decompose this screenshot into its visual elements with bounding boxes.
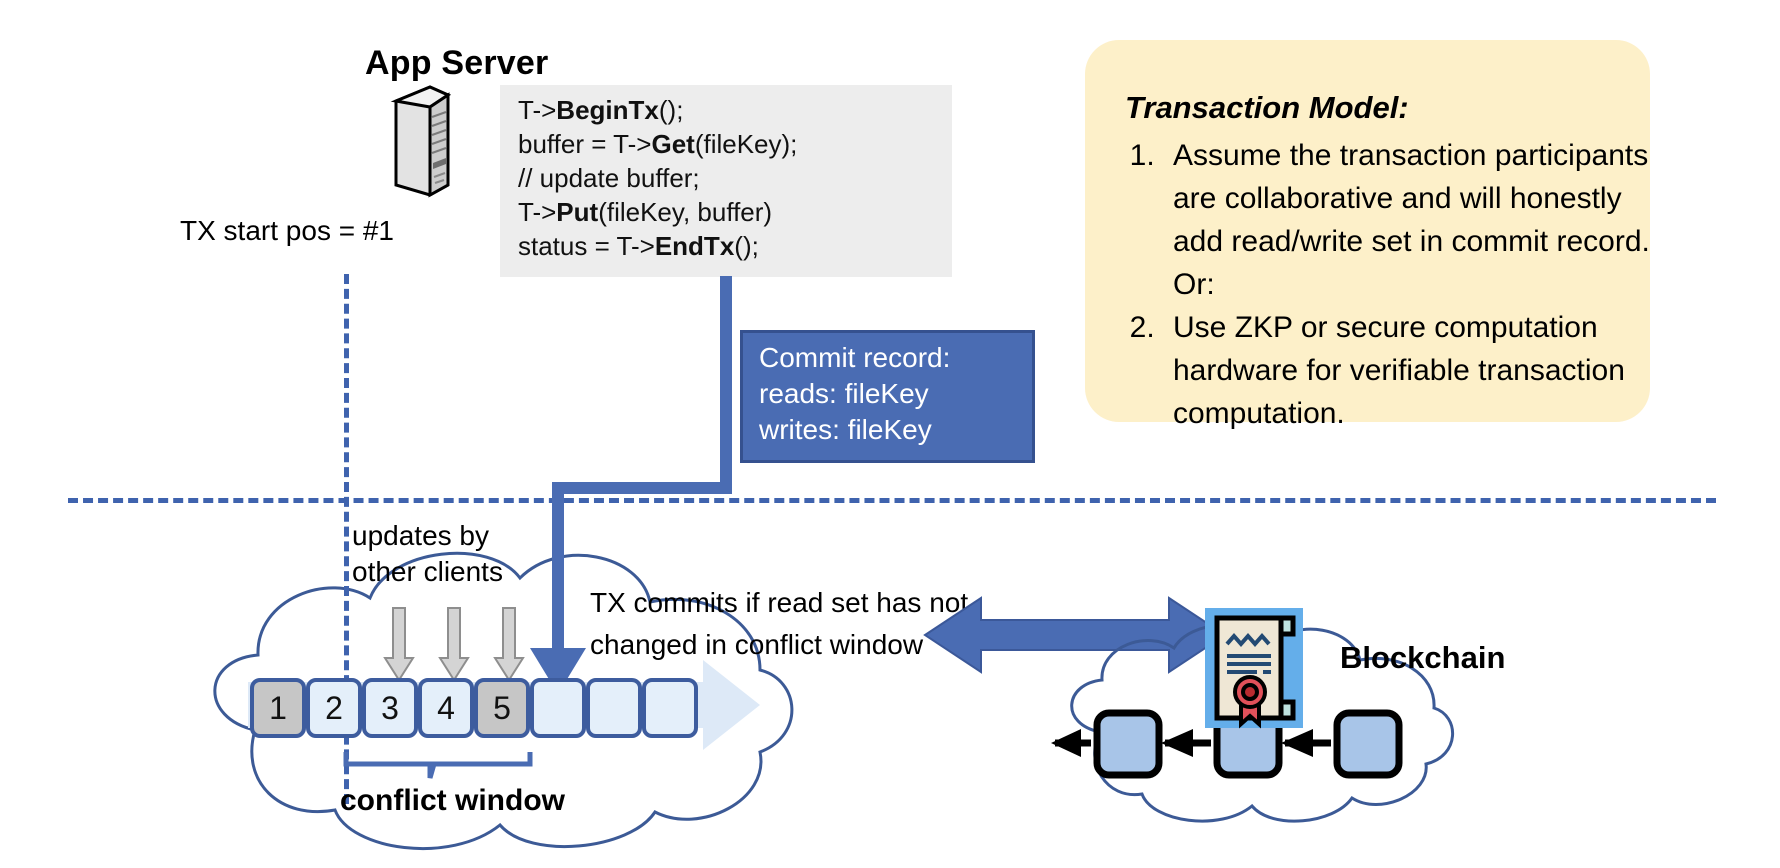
commit-record-line: writes: fileKey bbox=[759, 414, 932, 445]
tx-start-pos-label: TX start pos = #1 bbox=[180, 215, 394, 246]
client-update-arrow bbox=[438, 607, 470, 682]
transaction-model-item: Assume the transaction participants are … bbox=[1163, 134, 1653, 306]
log-entry-6[interactable] bbox=[530, 678, 586, 738]
commit-record-line: reads: fileKey bbox=[759, 378, 929, 409]
log-entry-1[interactable]: 1 bbox=[250, 678, 306, 738]
log-entry-2[interactable]: 2 bbox=[306, 678, 362, 738]
tx-commits-line: changed in conflict window bbox=[590, 629, 924, 660]
blockchain-blocks bbox=[1051, 709, 1403, 779]
log-entry-5[interactable]: 5 bbox=[474, 678, 530, 738]
transaction-model-panel: Transaction Model: Assume the transactio… bbox=[1085, 40, 1650, 430]
code-pre: // update buffer; bbox=[518, 163, 700, 193]
code-line-2: // update buffer; bbox=[518, 163, 700, 193]
updates-by-other-clients-label: updates by other clients bbox=[352, 518, 503, 590]
client-update-arrow bbox=[383, 607, 415, 682]
transaction-model-title: Transaction Model: bbox=[1125, 90, 1409, 125]
code-pre: T-> bbox=[518, 197, 557, 227]
tx-start-dashed-line bbox=[344, 274, 349, 804]
log-entry-3[interactable]: 3 bbox=[362, 678, 418, 738]
code-pre: buffer = T-> bbox=[518, 129, 652, 159]
code-bold: EndTx bbox=[654, 231, 735, 261]
log-entry-4[interactable]: 4 bbox=[418, 678, 474, 738]
app-server-title: App Server bbox=[365, 44, 549, 82]
app-server-code-block: T->BeginTx(); buffer = T->Get(fileKey); … bbox=[500, 85, 952, 277]
tx-commits-line: TX commits if read set has not bbox=[590, 587, 969, 618]
tx-commits-condition-label: TX commits if read set has not changed i… bbox=[590, 582, 968, 666]
code-bold: BeginTx bbox=[556, 95, 659, 125]
log-cloud-shape bbox=[213, 551, 794, 851]
client-storage-separator bbox=[68, 498, 1716, 503]
updates-label-line: other clients bbox=[352, 556, 503, 587]
commit-flow-arrow bbox=[530, 276, 732, 694]
blockchain-label: Blockchain bbox=[1340, 640, 1506, 675]
code-line-0: T->BeginTx(); bbox=[518, 95, 683, 125]
conflict-window-label: conflict window bbox=[340, 784, 565, 817]
blockchain-cloud-shape bbox=[1070, 623, 1455, 823]
transaction-model-list: Assume the transaction participants are … bbox=[1123, 134, 1653, 435]
client-update-arrow bbox=[493, 607, 525, 682]
code-pre: status = T-> bbox=[518, 231, 655, 261]
conflict-window-brace bbox=[343, 752, 533, 779]
smart-contract-certificate-icon bbox=[1205, 608, 1303, 729]
code-line-1: buffer = T->Get(fileKey); bbox=[518, 129, 797, 159]
code-bold: Put bbox=[556, 197, 599, 227]
transaction-model-item: Use ZKP or secure computation hardware f… bbox=[1163, 306, 1653, 435]
commit-record-line: Commit record: bbox=[759, 342, 951, 373]
code-post: (); bbox=[658, 95, 684, 125]
code-post: (fileKey, buffer) bbox=[598, 197, 773, 227]
commit-record-box: Commit record: reads: fileKey writes: fi… bbox=[740, 330, 1035, 463]
code-line-4: status = T->EndTx(); bbox=[518, 231, 759, 261]
log-entry-8[interactable] bbox=[642, 678, 698, 738]
code-pre: T-> bbox=[518, 95, 557, 125]
log-entry-7[interactable] bbox=[586, 678, 642, 738]
code-post: (fileKey); bbox=[694, 129, 798, 159]
server-tower-icon bbox=[390, 85, 452, 198]
code-post: (); bbox=[734, 231, 759, 261]
code-bold: Get bbox=[651, 129, 695, 159]
updates-label-line: updates by bbox=[352, 520, 489, 551]
code-line-3: T->Put(fileKey, buffer) bbox=[518, 197, 772, 227]
